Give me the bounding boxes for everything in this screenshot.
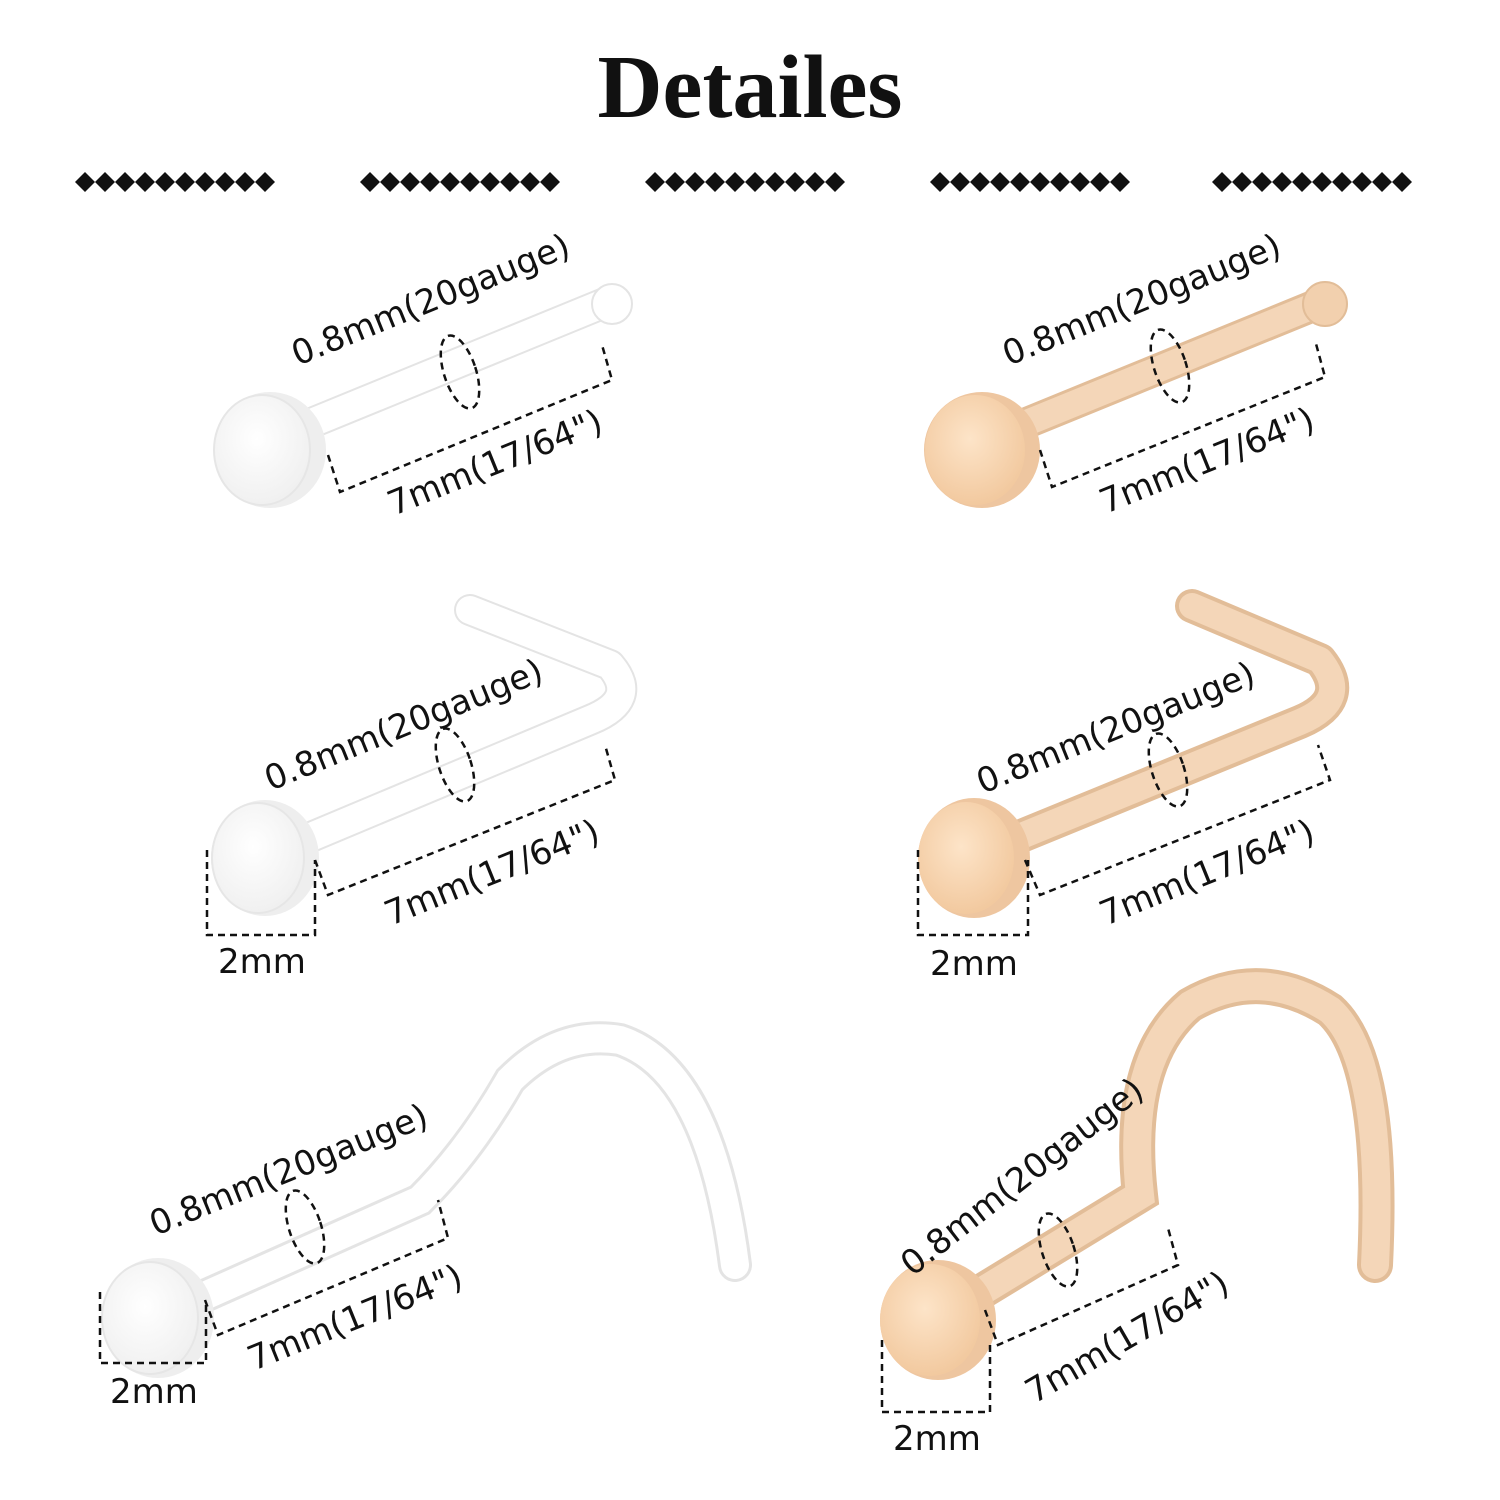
diamond-divider xyxy=(75,172,275,192)
head-label-nude-screw: 2mm xyxy=(893,1419,981,1459)
diamond-divider xyxy=(1212,172,1412,192)
nude-straight-stud xyxy=(924,281,1348,508)
head-label-clear-screw: 2mm xyxy=(110,1372,198,1412)
diamond-divider xyxy=(360,172,560,192)
nude-screw-stud xyxy=(880,968,1395,1380)
diamond-divider xyxy=(645,172,845,192)
head-label-nude-l-bend: 2mm xyxy=(930,944,1018,984)
clear-straight-stud xyxy=(213,283,633,508)
clear-screw-stud xyxy=(101,1021,752,1378)
measurement-marks xyxy=(98,328,1332,1414)
clear-l-bend-stud xyxy=(211,594,638,916)
page-title: Detailes xyxy=(597,38,903,137)
head-label-clear-l-bend: 2mm xyxy=(218,942,306,982)
diamond-divider xyxy=(930,172,1130,192)
nude-l-bend-stud xyxy=(918,589,1350,918)
